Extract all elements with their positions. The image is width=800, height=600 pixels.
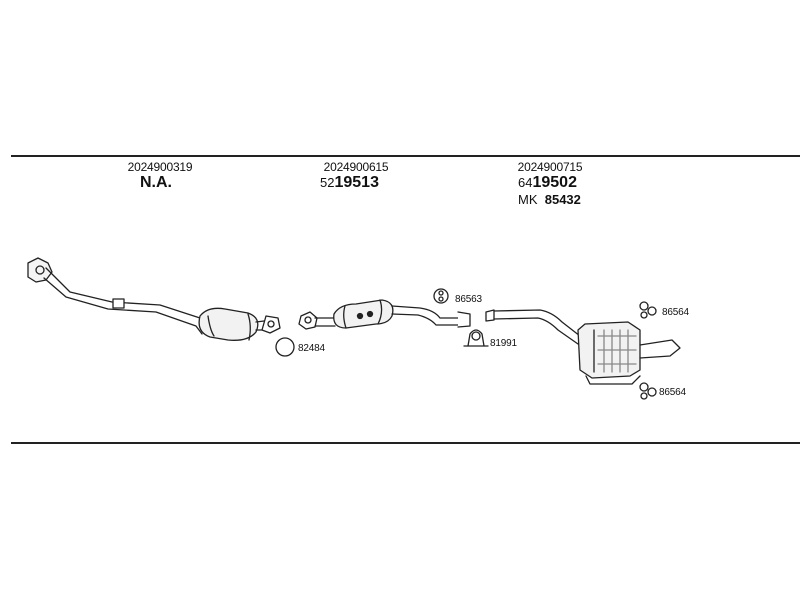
pipe-clamp-drawing (463, 329, 489, 347)
rubber-mount-drawing (433, 288, 449, 304)
part-label-ring: 82484 (298, 343, 325, 354)
part-number-front-pipe: N.A. (140, 174, 172, 191)
oe-number-rear-muffler: 2024900715 (517, 160, 583, 174)
rear-pipe-muffler-drawing (485, 309, 681, 385)
part-main-middle-pipe: 19513 (334, 174, 379, 191)
hanger-bottom-drawing (639, 382, 657, 400)
part-number-middle-pipe: 5219513 (316, 174, 396, 192)
part-prefix-middle-pipe: 52 (320, 175, 335, 190)
mounting-kit-number: MK 85432 (510, 192, 590, 208)
front-pipe-label-group: 2024900319 N.A. (120, 160, 200, 192)
middle-pipe-drawing (298, 299, 471, 330)
middle-pipe-label-group: 2024900615 5219513 (316, 160, 396, 192)
front-catalyst-drawing (198, 307, 281, 341)
mounting-kit-value: 85432 (544, 192, 581, 207)
part-label-hanger-top: 86564 (662, 307, 689, 318)
ring-gasket-drawing (275, 337, 295, 357)
front-pipe-drawing (27, 257, 206, 335)
top-divider (11, 155, 800, 157)
part-number-rear-muffler: 6419502 (510, 174, 590, 192)
part-label-hanger-bottom: 86564 (659, 387, 686, 398)
part-label-clamp: 81991 (490, 338, 517, 349)
part-prefix-rear-muffler: 64 (518, 175, 533, 190)
part-label-rubber-mount: 86563 (455, 294, 482, 305)
mounting-kit-prefix: MK (518, 192, 538, 207)
bottom-divider (11, 442, 800, 444)
oe-number-front-pipe: 2024900319 (127, 160, 193, 174)
oe-number-middle-pipe: 2024900615 (323, 160, 389, 174)
rear-muffler-label-group: 2024900715 6419502 MK 85432 (510, 160, 590, 208)
hanger-top-drawing (639, 301, 657, 319)
part-main-rear-muffler: 19502 (532, 174, 577, 191)
